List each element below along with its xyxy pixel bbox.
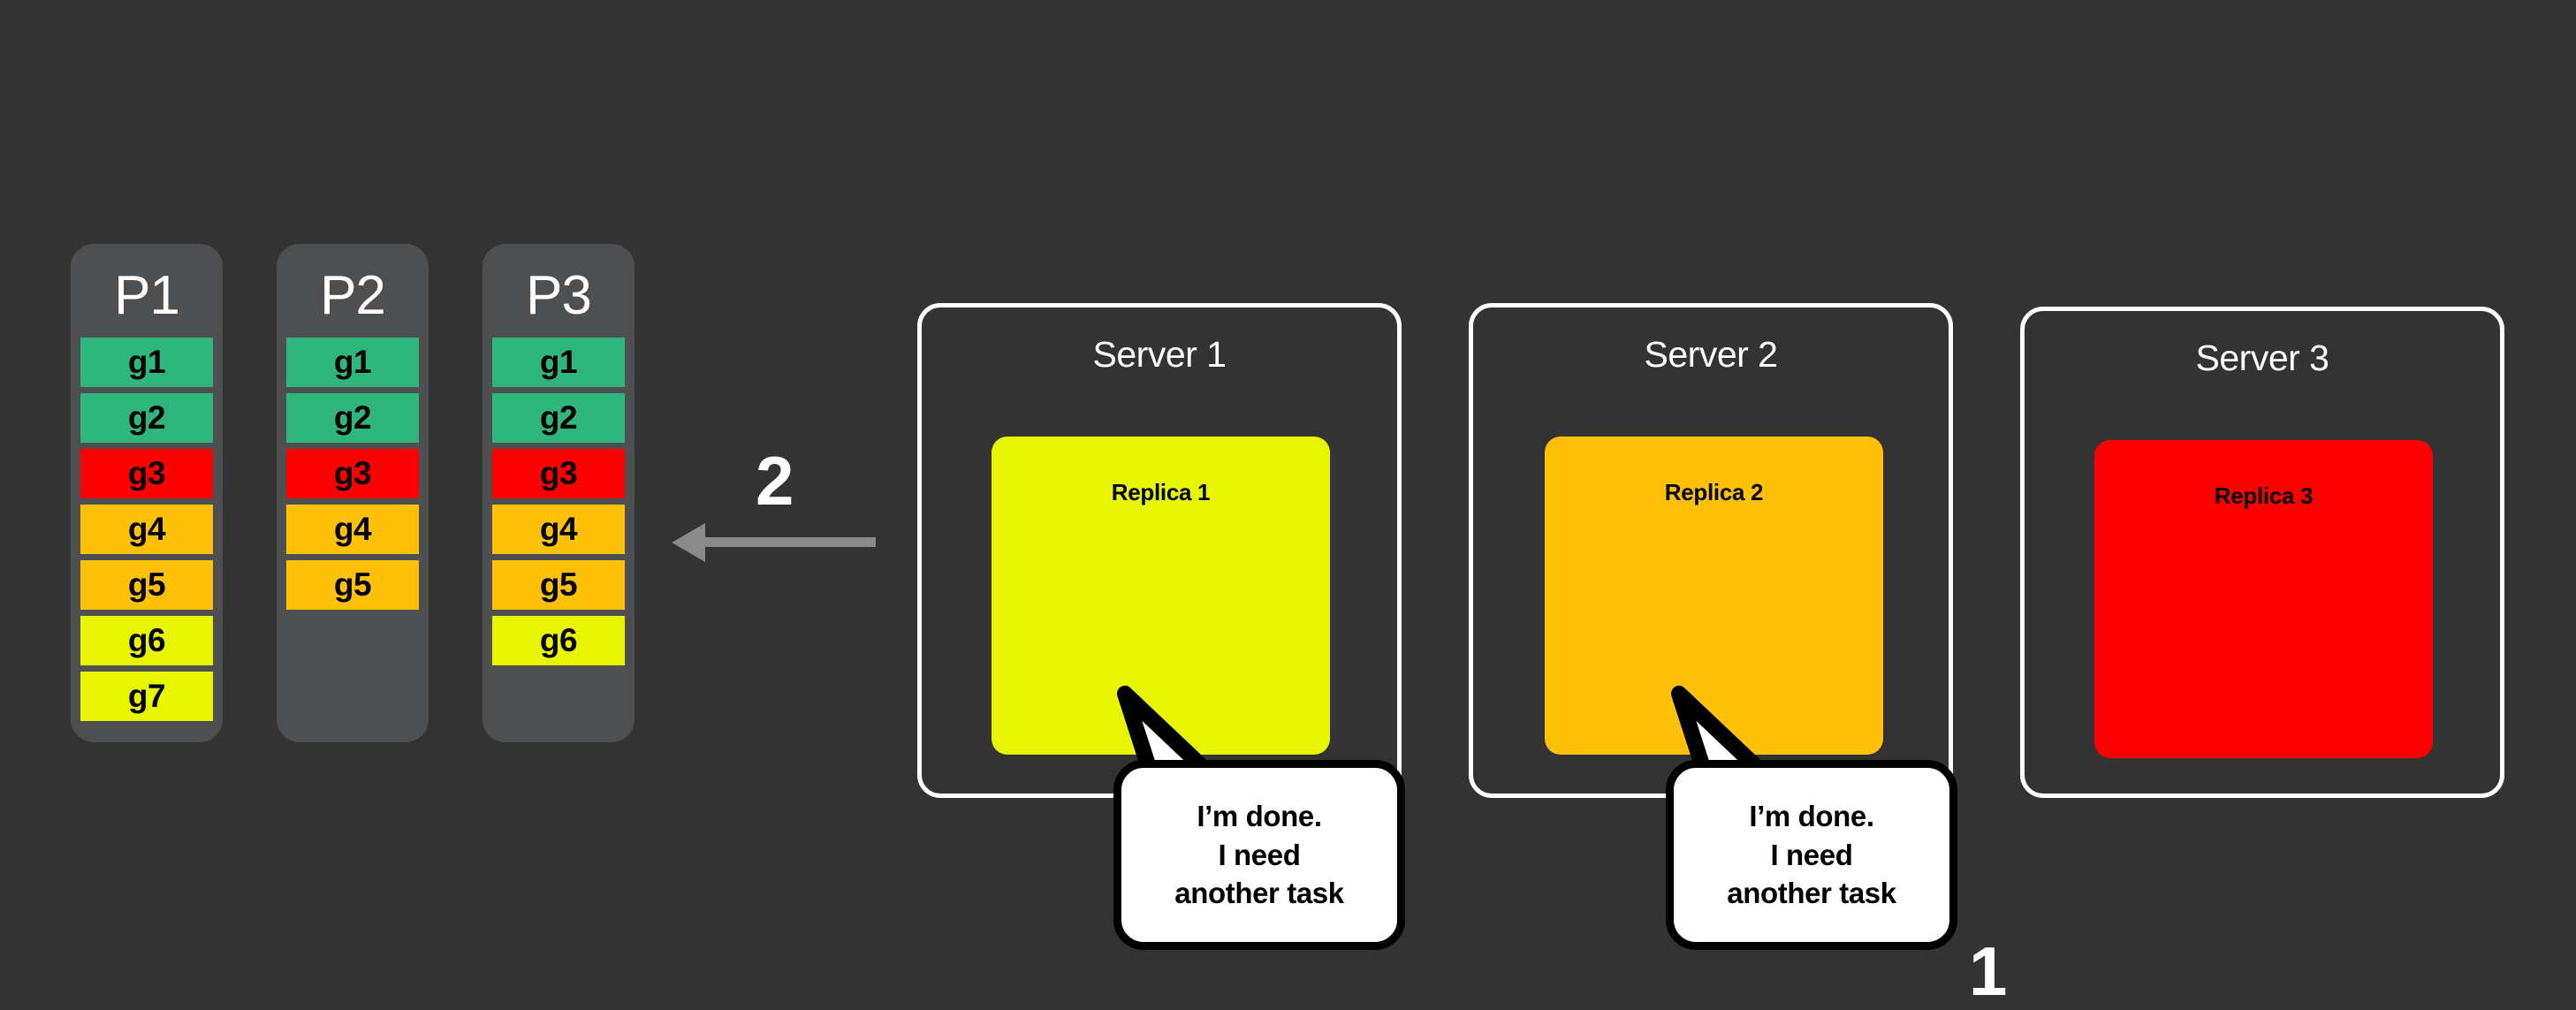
bubble-2-line-2: I need: [1770, 838, 1853, 871]
task-block: g6: [492, 616, 625, 665]
task-block: g4: [80, 505, 213, 554]
task-block: g3: [80, 449, 213, 498]
bubble-2-line-1: I’m done.: [1749, 799, 1874, 832]
replica-label-1: Replica 1: [1111, 479, 1211, 505]
task-block: g5: [492, 560, 625, 610]
partition-column-p2: P2 g1 g2 g3 g4 g5: [277, 244, 429, 742]
bubble-2-line-3: another task: [1727, 877, 1896, 910]
arrow-head-icon: [672, 523, 705, 562]
server-title-2: Server 2: [1644, 334, 1778, 375]
partition-column-p1: P1 g1 g2 g3 g4 g5 g6 g7: [71, 244, 223, 742]
partition-title-p2: P2: [320, 265, 386, 326]
server-title-1: Server 1: [1092, 334, 1227, 375]
task-block: g6: [80, 616, 213, 665]
task-block: g1: [492, 338, 625, 387]
task-block: g1: [286, 338, 419, 387]
task-block: g4: [286, 505, 419, 554]
replica-box-2: Replica 2: [1545, 437, 1883, 755]
server-title-3: Server 3: [2195, 338, 2329, 378]
speech-bubble-1: I’m done. I need another task: [1113, 760, 1405, 950]
task-block: g2: [80, 393, 213, 443]
partition-column-p3: P3 g1 g2 g3 g4 g5 g6: [483, 244, 635, 742]
partition-blocks-p1: g1 g2 g3 g4 g5 g6 g7: [71, 338, 223, 739]
speech-bubble-2: I’m done. I need another task: [1666, 760, 1957, 950]
task-block: g2: [286, 393, 419, 443]
replica-box-1: Replica 1: [992, 437, 1330, 755]
partition-title-p3: P3: [526, 265, 592, 326]
replica-box-3: Replica 3: [2094, 440, 2433, 758]
task-block: g3: [286, 449, 419, 498]
bubble-1-line-2: I need: [1218, 838, 1301, 871]
bubble-1-line-1: I’m done.: [1197, 799, 1322, 832]
partition-blocks-p3: g1 g2 g3 g4 g5 g6: [483, 338, 635, 683]
task-block: g5: [80, 560, 213, 610]
task-block: g1: [80, 338, 213, 387]
replica-label-3: Replica 3: [2214, 482, 2314, 509]
task-block: g2: [492, 393, 625, 443]
partition-blocks-p2: g1 g2 g3 g4 g5: [277, 338, 429, 627]
task-block: g4: [492, 505, 625, 554]
task-block: g7: [80, 672, 213, 721]
flow-arrow-left: [672, 523, 876, 562]
task-block: g5: [286, 560, 419, 610]
bubble-1-line-3: another task: [1174, 877, 1344, 910]
replica-label-2: Replica 2: [1664, 479, 1764, 505]
step-label-1: 1: [1969, 932, 2007, 1010]
step-label-2: 2: [756, 442, 794, 520]
task-block: g3: [492, 449, 625, 498]
arrow-shaft: [703, 537, 876, 547]
partition-title-p1: P1: [114, 265, 180, 326]
